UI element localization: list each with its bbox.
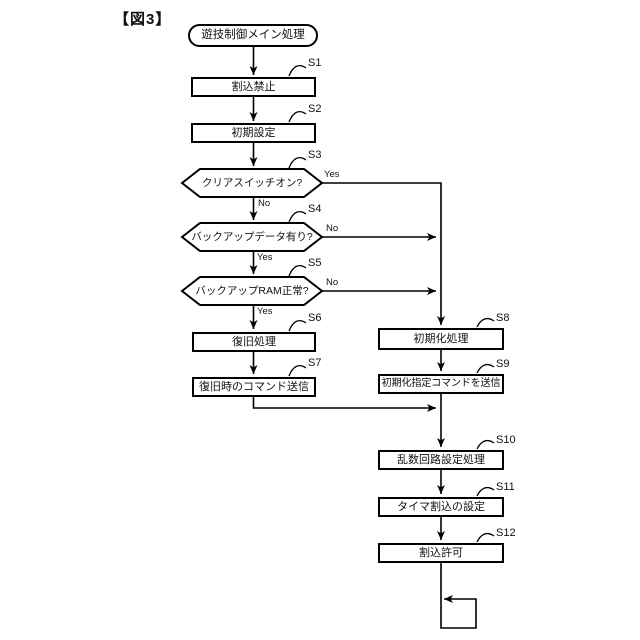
process-s1-label: 割込禁止 <box>231 80 276 93</box>
branch-s3-no: No <box>258 198 271 209</box>
step-id-s10: S10 <box>496 434 516 446</box>
process-s6: 復旧処理 <box>192 332 316 352</box>
leader-s1 <box>288 65 307 77</box>
process-s7-label: 復旧時のコマンド送信 <box>199 380 309 393</box>
leader-s4 <box>288 211 307 223</box>
branch-s5-no: No <box>326 277 339 288</box>
step-id-s9: S9 <box>496 358 510 370</box>
step-id-s5: S5 <box>308 257 322 269</box>
branch-s4-no: No <box>326 223 339 234</box>
leader-s7 <box>288 365 307 377</box>
leader-s3 <box>288 157 307 169</box>
process-s12-label: 割込許可 <box>419 546 463 559</box>
process-s8: 初期化処理 <box>378 328 504 350</box>
step-id-s1: S1 <box>308 57 322 69</box>
decision-s4-label: バックアップデータ有り? <box>191 230 313 243</box>
process-s2: 初期設定 <box>191 123 316 143</box>
process-s8-label: 初期化処理 <box>413 332 469 345</box>
process-s11: タイマ割込の設定 <box>378 497 504 517</box>
process-s9-label: 初期化指定コマンドを送信 <box>381 377 501 389</box>
leader-s8 <box>476 317 495 328</box>
leader-s5 <box>288 265 307 277</box>
decision-s3-shape <box>180 168 324 198</box>
process-s10: 乱数回路設定処理 <box>378 450 504 470</box>
step-id-s3: S3 <box>308 149 322 161</box>
line-s3-yes-to-s8 <box>322 182 445 325</box>
process-s6-label: 復旧処理 <box>232 335 276 348</box>
start-terminal-label: 遊技制御メイン処理 <box>201 28 305 41</box>
step-id-s4: S4 <box>308 203 322 215</box>
process-s9: 初期化指定コマンドを送信 <box>378 374 504 394</box>
branch-s3-yes: Yes <box>324 169 340 180</box>
decision-s3-label: クリアスイッチオン? <box>201 176 303 189</box>
leader-s12 <box>476 532 495 543</box>
process-s12: 割込許可 <box>378 543 504 563</box>
decision-s4-shape <box>180 222 324 252</box>
leader-s9 <box>476 363 495 374</box>
leader-s6 <box>288 320 307 332</box>
branch-s4-yes: Yes <box>257 252 273 263</box>
decision-s5-shape <box>180 276 324 306</box>
start-terminal: 遊技制御メイン処理 <box>188 24 318 47</box>
branch-s5-yes: Yes <box>257 306 273 317</box>
line-s7-to-trunk <box>252 397 436 412</box>
step-id-s8: S8 <box>496 312 510 324</box>
process-s2-label: 初期設定 <box>231 126 276 139</box>
process-s1: 割込禁止 <box>191 77 316 97</box>
leader-s2 <box>288 111 307 123</box>
leader-s10 <box>476 439 495 450</box>
leader-s11 <box>476 486 495 497</box>
step-id-s7: S7 <box>308 357 322 369</box>
figure-title: 【図3】 <box>114 11 172 28</box>
process-s7: 復旧時のコマンド送信 <box>192 377 316 397</box>
step-id-s12: S12 <box>496 527 516 539</box>
step-id-s6: S6 <box>308 312 322 324</box>
step-id-s2: S2 <box>308 103 322 115</box>
step-id-s11: S11 <box>496 481 515 493</box>
decision-s5-label: バックアップRAM正常? <box>195 284 309 297</box>
loop-back-symbol <box>440 563 477 629</box>
process-s10-label: 乱数回路設定処理 <box>397 453 485 466</box>
process-s11-label: タイマ割込の設定 <box>397 500 485 513</box>
